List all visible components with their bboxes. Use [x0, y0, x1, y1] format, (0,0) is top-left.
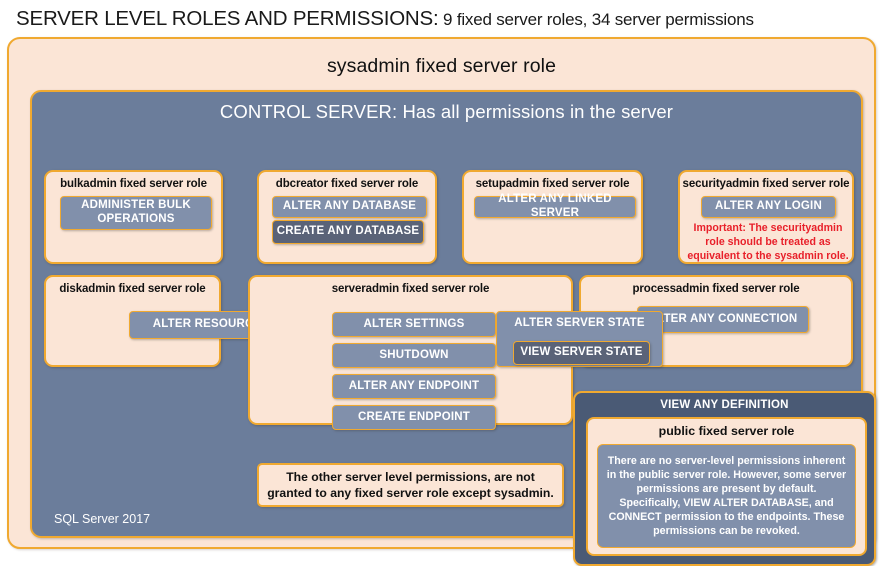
permission-chip-alter-any-database[interactable]: ALTER ANY DATABASE	[272, 196, 427, 218]
role-title-diskadmin: diskadmin fixed server role	[59, 283, 206, 295]
permission-chip-alter-any-linked-server[interactable]: ALTER ANY LINKED SERVER	[474, 193, 636, 219]
role-title-serveradmin: serveradmin fixed server role	[331, 283, 490, 295]
permission-chip-create-endpoint[interactable]: CREATE ENDPOINT	[332, 405, 496, 430]
permission-chip-alter-any-endpoint[interactable]: ALTER ANY ENDPOINT	[332, 374, 496, 399]
permission-chip-alter-any-login[interactable]: ALTER ANY LOGIN	[701, 196, 836, 218]
page-title-strong: SERVER LEVEL ROLES AND PERMISSIONS:	[16, 7, 439, 30]
role-title-bulkadmin: bulkadmin fixed server role	[60, 178, 207, 190]
role-card-public: public fixed server role There are no se…	[586, 417, 867, 556]
role-title-securityadmin: securityadmin fixed server role	[682, 178, 850, 190]
sql-server-version-label: SQL Server 2017	[54, 512, 151, 526]
role-card-bulkadmin: bulkadmin fixed server role ADMINISTER B…	[44, 170, 223, 264]
sysadmin-role-panel: sysadmin fixed server role CONTROL SERVE…	[7, 37, 876, 566]
page-title-sub: 9 fixed server roles, 34 server permissi…	[438, 10, 754, 29]
role-card-dbcreator: dbcreator fixed server role ALTER ANY DA…	[257, 170, 437, 264]
permission-chip-create-any-database[interactable]: CREATE ANY DATABASE	[272, 220, 424, 244]
sysadmin-role-label: sysadmin fixed server role	[326, 55, 557, 77]
role-title-dbcreator: dbcreator fixed server role	[275, 178, 419, 190]
control-server-panel: CONTROL SERVER: Has all permissions in t…	[30, 90, 876, 566]
role-title-public: public fixed server role	[658, 424, 795, 438]
role-card-setupadmin: setupadmin fixed server role ALTER ANY L…	[462, 170, 643, 264]
permission-chip-view-server-state[interactable]: VIEW SERVER STATE	[513, 341, 650, 365]
permission-chip-alter-settings[interactable]: ALTER SETTINGS	[332, 312, 496, 337]
permission-chip-alter-any-connection[interactable]: ALTER ANY CONNECTION	[637, 306, 809, 333]
securityadmin-warning-note: Important: The securityadmin role should…	[687, 222, 849, 263]
page-title: SERVER LEVEL ROLES AND PERMISSIONS: 9 fi…	[16, 7, 876, 33]
role-card-serveradmin: serveradmin fixed server role ALTER SETT…	[248, 275, 573, 430]
role-title-processadmin: processadmin fixed server role	[632, 283, 800, 295]
public-role-description: There are no server-level permissions in…	[597, 444, 856, 548]
role-title-setupadmin: setupadmin fixed server role	[475, 178, 630, 190]
permission-label-view-any-definition: VIEW ANY DEFINITION	[660, 399, 789, 411]
permission-chip-shutdown[interactable]: SHUTDOWN	[332, 343, 496, 368]
other-permissions-note: The other server level permissions, are …	[257, 463, 564, 507]
role-card-securityadmin: securityadmin fixed server role ALTER AN…	[678, 170, 854, 264]
permission-chip-administer-bulk-operations[interactable]: ADMINISTER BULK OPERATIONS	[60, 196, 212, 230]
control-server-label: CONTROL SERVER: Has all permissions in t…	[219, 101, 674, 122]
view-any-definition-panel: VIEW ANY DEFINITION public fixed server …	[573, 391, 876, 566]
